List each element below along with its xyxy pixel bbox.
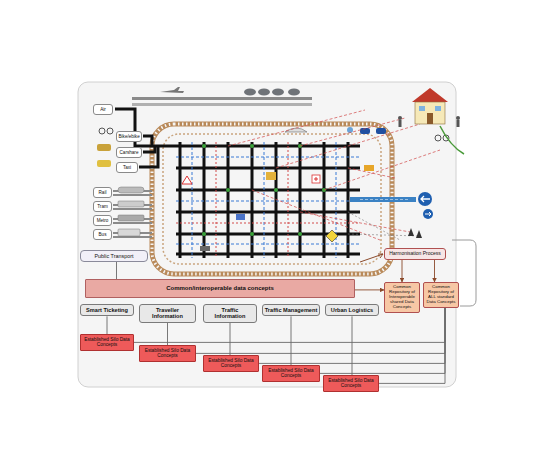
air-corridor	[132, 103, 312, 106]
node-text: Urban Logistics	[328, 307, 377, 313]
mode-label: Bus	[93, 229, 112, 240]
process-box: Harmonisation Process	[384, 248, 446, 260]
node-text: Bike/ebike	[119, 134, 140, 139]
node-text: Established Silo Data Concepts	[142, 348, 194, 359]
data-band: Common/interoperable data concepts	[85, 279, 355, 298]
connector	[379, 308, 445, 384]
connector	[402, 260, 403, 282]
node-text: Carshare	[119, 150, 140, 155]
node-text: Metro	[96, 218, 110, 223]
railway-inner	[163, 134, 381, 264]
node-text: Tram	[96, 204, 110, 209]
warning-sign	[326, 230, 338, 242]
node-text: Established Silo Data Concepts	[83, 337, 132, 348]
metro-lines	[176, 142, 360, 258]
node-text: Public Transport	[83, 253, 146, 259]
connector	[320, 308, 445, 374]
people	[398, 116, 460, 141]
connector	[352, 316, 353, 375]
silo-box: Established Silo Data Concepts	[323, 375, 379, 392]
rail-feeds	[113, 191, 152, 237]
air-corridor	[132, 97, 312, 100]
mode-label: Tram	[93, 201, 112, 212]
node-text: Rail	[96, 190, 110, 195]
node-text: Harmonisation Process	[387, 251, 444, 257]
node-text: Established Silo Data Concepts	[326, 378, 377, 389]
node-text: Bus	[96, 232, 110, 237]
repository-box: Common Repository of Interoperable share…	[384, 282, 420, 313]
application-box: Urban Logistics	[325, 304, 379, 316]
node-text: Common Repository of ALL standard Data C…	[426, 285, 457, 305]
feed-arrows	[360, 254, 383, 262]
node-text: Taxi	[119, 165, 136, 170]
node-text: Traffic Information	[206, 307, 255, 320]
node-text: Established Silo Data Concepts	[265, 368, 318, 379]
silo-box: Established Silo Data Concepts	[80, 334, 134, 351]
node-text: Established Silo Data Concepts	[206, 358, 257, 369]
mode-label: Carshare	[116, 147, 142, 158]
node-text: Common/interoperable data concepts	[89, 285, 351, 292]
silo-box: Established Silo Data Concepts	[262, 365, 320, 382]
house	[412, 88, 448, 124]
plane	[160, 87, 184, 93]
direction-sign	[418, 192, 432, 206]
road-grid	[176, 142, 360, 258]
clouds	[244, 89, 300, 96]
application-box: Traffic Information	[203, 304, 257, 323]
footpath	[440, 126, 464, 154]
node-text: Traveller Information	[142, 307, 194, 320]
feeder-roads	[115, 109, 176, 167]
arterial-road	[350, 197, 416, 202]
node-text: Common Repository of Interoperable share…	[387, 285, 418, 310]
connector	[434, 260, 435, 282]
silo-box: Established Silo Data Concepts	[139, 345, 196, 362]
tram-lines	[176, 142, 360, 258]
mode-label: Bike/ebike	[116, 131, 142, 142]
trees	[408, 228, 422, 238]
direction-sign	[423, 209, 433, 219]
repository-box: Common Repository of ALL standard Data C…	[423, 282, 459, 308]
grey-links	[348, 212, 420, 240]
vehicle-icons	[97, 127, 386, 251]
junction-dots	[202, 144, 326, 236]
panel	[78, 82, 456, 387]
node-text: Smart Ticketing	[83, 307, 132, 313]
node-text: Air	[96, 107, 111, 112]
application-box: Smart Ticketing	[80, 304, 134, 316]
node-text: Traffic Management	[265, 307, 318, 313]
silo-box: Established Silo Data Concepts	[203, 355, 259, 372]
mode-label: Rail	[93, 187, 112, 198]
group-box: Public Transport	[80, 250, 148, 262]
mode-label: Metro	[93, 215, 112, 226]
application-box: Traffic Management	[262, 304, 320, 316]
mode-label: Taxi	[116, 162, 138, 173]
connector	[196, 308, 445, 354]
connector	[355, 289, 384, 290]
connector	[230, 323, 231, 356]
data-links	[228, 110, 440, 240]
connector	[167, 323, 168, 346]
connector	[116, 262, 117, 279]
mode-label: Air	[93, 104, 113, 115]
connector	[107, 316, 108, 334]
connector	[291, 316, 292, 365]
application-box: Traveller Information	[139, 304, 196, 323]
connector	[259, 308, 445, 364]
